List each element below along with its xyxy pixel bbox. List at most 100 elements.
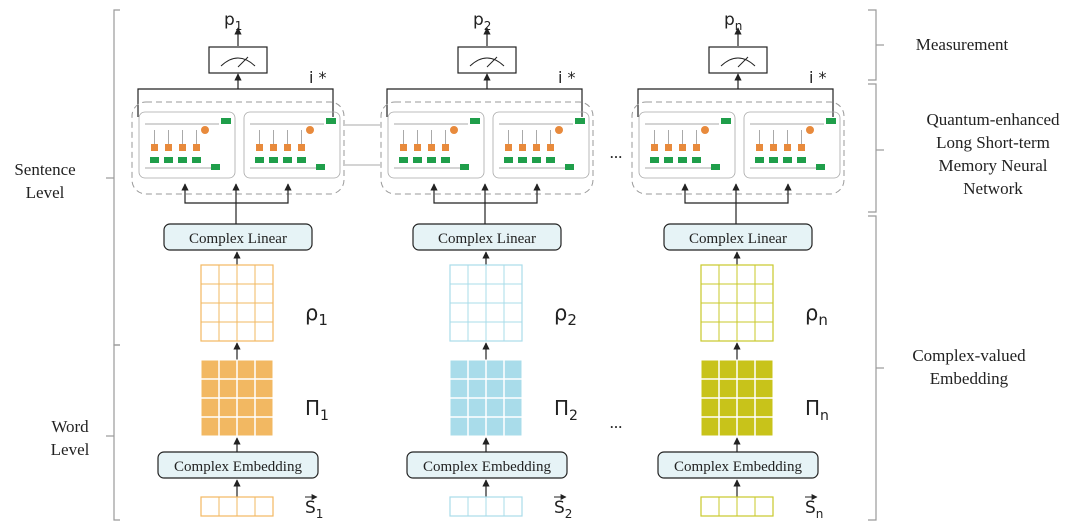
- meter-dial-2: [469, 57, 505, 67]
- qlstm-bracket: [868, 83, 877, 213]
- lstm-cell-b-2-gate-2: [519, 144, 526, 151]
- lstm-cell-b-1-gate-3: [284, 144, 291, 151]
- lstm-cell-b-2-state-gate: [565, 164, 574, 170]
- meter-2: [457, 46, 517, 74]
- lstm-cell-b-3-green-4: [797, 157, 806, 163]
- lstm-cell-a-3-green-4: [692, 157, 701, 163]
- output-p-2-symbol: p: [473, 10, 484, 30]
- lstm-cell-b-2-gate-3: [533, 144, 540, 151]
- lstm-cell-a-2-frame: [387, 111, 485, 179]
- lstm-cell-b-2-out-gate: [575, 118, 585, 124]
- meter-1: [208, 46, 268, 74]
- projector-matrix-1: [200, 359, 274, 437]
- s-label-1: S1: [305, 498, 323, 521]
- lstm-cell-b-1-gate-4: [298, 144, 305, 151]
- lstm-cell-a-1: [138, 111, 236, 179]
- lstm-cell-a-1-gate-2: [165, 144, 172, 151]
- complex-linear-label-1: Complex Linear: [189, 231, 287, 247]
- lstm-ellipsis: ...: [610, 143, 623, 162]
- lstm-cell-a-3-frame: [638, 111, 736, 179]
- lstm-cell-a-2-green-3: [427, 157, 436, 163]
- lstm-cell-b-2: [492, 111, 590, 179]
- lstm-cell-a-2-green-2: [413, 157, 422, 163]
- qlstm-label-2: Long Short-term: [936, 133, 1050, 152]
- output-p-1-subscript: 1: [235, 19, 243, 33]
- lstm-cell-a-3-gate-2: [665, 144, 672, 151]
- s-label-2-subscript: 2: [565, 507, 573, 521]
- complex-embedding-label-2: Complex Embedding: [423, 459, 551, 475]
- lstm-cell-b-1-green-2: [269, 157, 278, 163]
- pi-label-3-symbol: Π: [805, 396, 820, 420]
- lstm-cell-b-2-frame: [492, 111, 590, 179]
- measurement-bracket: [868, 9, 877, 81]
- lstm-cell-b-3-frame: [743, 111, 841, 179]
- lstm-cell-b-2-green-3: [532, 157, 541, 163]
- meter-3: [708, 46, 768, 74]
- lstm-cell-a-2-green-4: [441, 157, 450, 163]
- pi-label-3-subscript: n: [820, 408, 829, 424]
- s-label-3: Sn: [805, 498, 823, 521]
- lstm-cell-b-1-state-gate: [316, 164, 325, 170]
- pi-label-1: Π1: [305, 396, 329, 424]
- lstm-cell-b-3-minus-op: [806, 126, 814, 134]
- pi-label-2-subscript: 2: [569, 408, 578, 424]
- lstm-cell-a-1-state-gate: [211, 164, 220, 170]
- lstm-cell-b-1-out-gate: [326, 118, 336, 124]
- qlstm-block-2: [380, 101, 594, 195]
- meter-needle-3: [737, 56, 749, 68]
- lstm-cell-b-3-state-gate: [816, 164, 825, 170]
- lstm-cell-a-2-gate-4: [442, 144, 449, 151]
- output-p-2-subscript: 2: [484, 19, 492, 33]
- lstm-cell-a-1-green-4: [192, 157, 201, 163]
- rho-matrix-3: [700, 264, 774, 342]
- lstm-cell-b-2-gate-4: [547, 144, 554, 151]
- lstm-cell-a-3-out-gate: [721, 118, 731, 124]
- meter-dial-1: [220, 57, 256, 67]
- lstm-cell-b-1-gate-2: [270, 144, 277, 151]
- meter-needle-1: [237, 56, 249, 68]
- embedding-ellipsis: ...: [610, 413, 623, 432]
- lstm-cell-b-3: [743, 111, 841, 179]
- qlstm-block-1: [131, 101, 345, 195]
- rho-label-1-symbol: ρ: [305, 301, 318, 325]
- rho-label-1: ρ1: [305, 301, 328, 329]
- complex-embedding-box-2: [406, 451, 568, 479]
- sentence-level-label-2: Level: [26, 183, 65, 202]
- lstm-cell-b-3-gate-4: [798, 144, 805, 151]
- lstm-cell-b-3-green-1: [755, 157, 764, 163]
- meter-dial-3: [720, 57, 756, 67]
- conj-label-1: i *: [309, 68, 327, 87]
- qlstm-label-4: Network: [963, 179, 1023, 198]
- lstm-cell-b-1-green-4: [297, 157, 306, 163]
- conj-label-3: i *: [809, 68, 827, 87]
- rho-label-3-subscript: n: [818, 311, 828, 329]
- complex-linear-box-2: [412, 223, 562, 251]
- qlstm-label-1: Quantum-enhanced: [926, 110, 1060, 129]
- word-level-bracket: [113, 344, 120, 521]
- rho-matrix-1: [200, 264, 274, 342]
- complex-embedding-label-1: Complex Embedding: [174, 459, 302, 475]
- lstm-cell-b-1-green-1: [255, 157, 264, 163]
- output-p-1: p1: [224, 10, 242, 33]
- lstm-cell-b-3-gate-2: [770, 144, 777, 151]
- lstm-cell-b-1-gate-1: [256, 144, 263, 151]
- output-p-2: p2: [473, 10, 491, 33]
- lstm-cell-b-1-green-3: [283, 157, 292, 163]
- lstm-cell-a-2-out-gate: [470, 118, 480, 124]
- lstm-cell-a-3-gate-1: [651, 144, 658, 151]
- rho-matrix-2: [449, 264, 523, 342]
- complex-linear-box-1: [163, 223, 313, 251]
- lstm-cell-a-3-minus-op: [701, 126, 709, 134]
- lstm-cell-a-1-gate-3: [179, 144, 186, 151]
- lstm-cell-a-1-green-2: [164, 157, 173, 163]
- lstm-cell-a-2-minus-op: [450, 126, 458, 134]
- lstm-cell-b-2-minus-op: [555, 126, 563, 134]
- lstm-cell-a-1-frame: [138, 111, 236, 179]
- complex-embedding-label-3: Complex Embedding: [674, 459, 802, 475]
- s-label-1-subscript: 1: [316, 507, 324, 521]
- output-p-1-symbol: p: [224, 10, 235, 30]
- complex-linear-label-3: Complex Linear: [689, 231, 787, 247]
- lstm-cell-a-2-green-1: [399, 157, 408, 163]
